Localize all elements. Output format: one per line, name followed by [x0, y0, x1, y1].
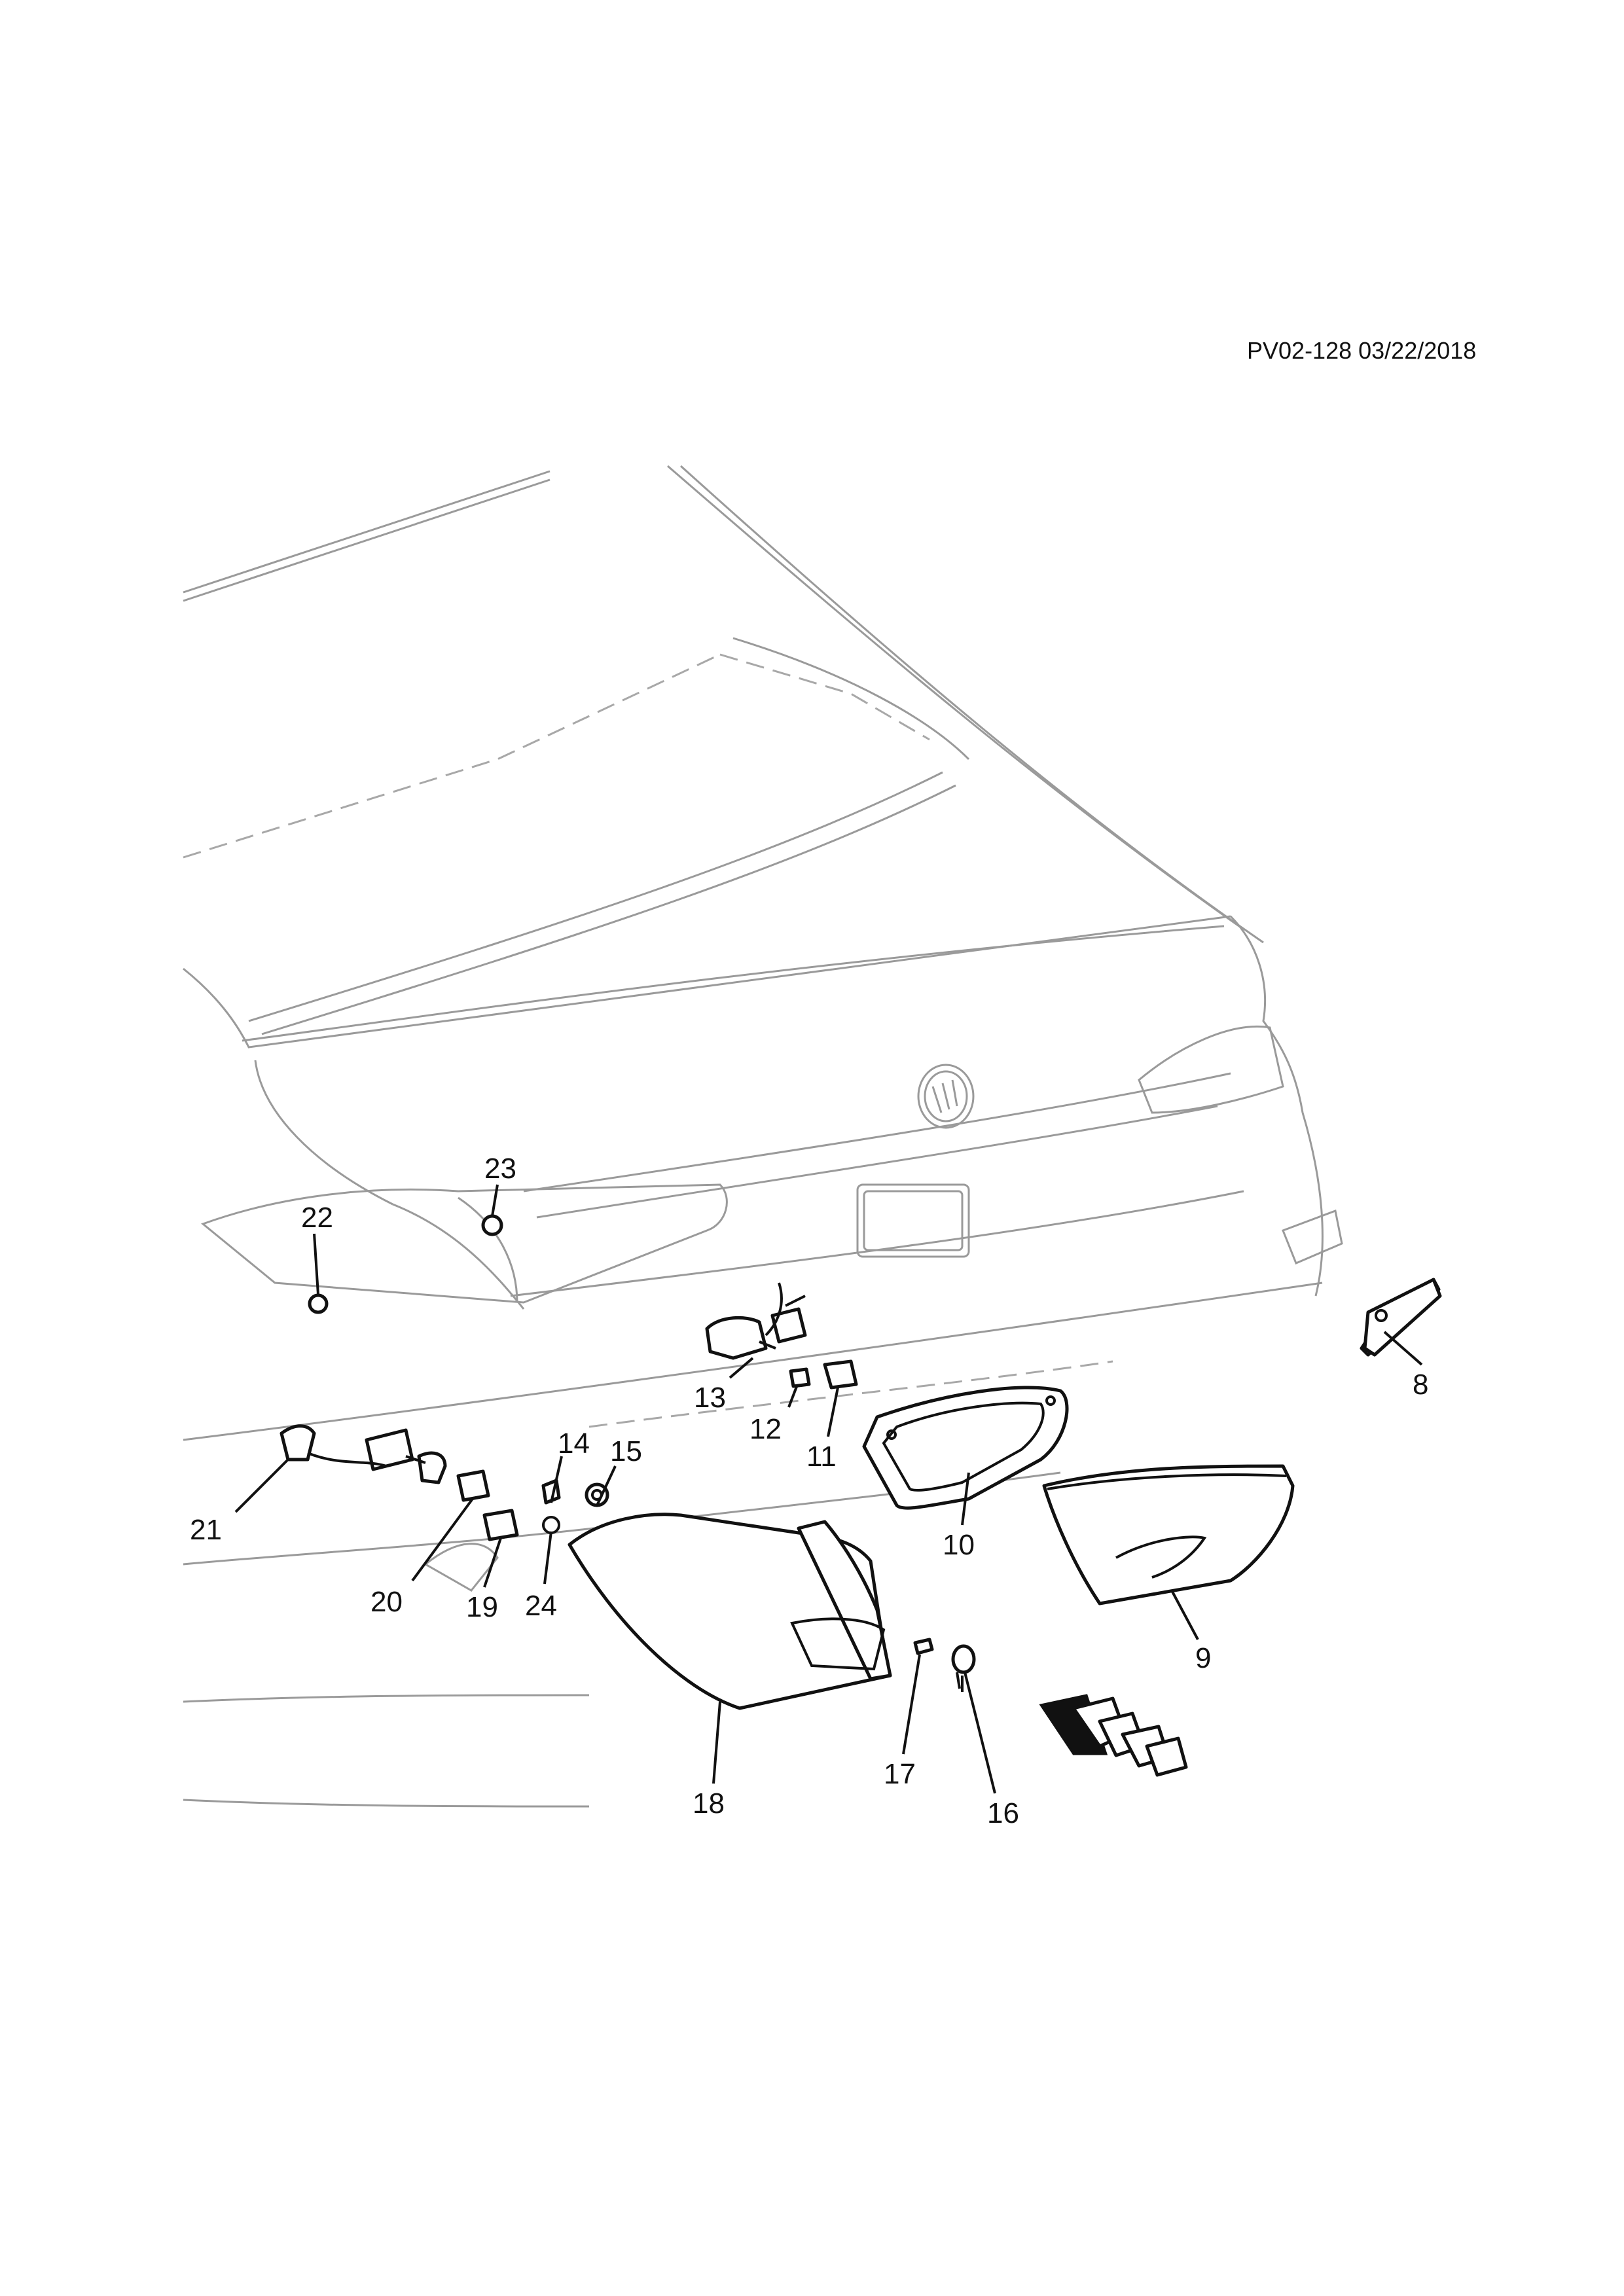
part-cap-16: [951, 1644, 976, 1692]
part-bulb-20: [456, 1469, 490, 1502]
callout-9: 9: [1195, 1642, 1211, 1674]
part-side-marker-lamp: [1360, 1278, 1442, 1357]
callout-19: 19: [466, 1591, 498, 1623]
part-bulb-11: [823, 1359, 858, 1390]
callout-23: 23: [484, 1153, 516, 1185]
callout-10: 10: [943, 1529, 975, 1561]
callout-22: 22: [301, 1202, 333, 1234]
callout-16: 16: [987, 1797, 1019, 1829]
part-nut-23: [481, 1214, 503, 1236]
callout-21: 21: [190, 1514, 222, 1546]
diagram-reference: PV02-128 03/22/2018: [1247, 337, 1476, 364]
leader-lines: [234, 1184, 1423, 1794]
callout-8: 8: [1413, 1369, 1428, 1401]
part-screw-17: [913, 1638, 934, 1655]
part-nut-22: [308, 1293, 329, 1314]
part-grommet-15: [585, 1482, 609, 1507]
part-socket-wiring-13: [705, 1282, 807, 1360]
callout-12: 12: [749, 1413, 782, 1445]
callout-20: 20: [370, 1586, 403, 1618]
callout-14: 14: [558, 1427, 590, 1460]
part-bulb-19: [482, 1509, 519, 1541]
callout-labels: 8 9 10 11 12 13 14 15 16 17 18 19 20 21 …: [190, 1153, 1428, 1829]
callout-17: 17: [884, 1758, 916, 1790]
part-socket-harness-21: [280, 1424, 447, 1484]
part-bulb-12: [789, 1367, 811, 1388]
part-grommet-24: [542, 1516, 560, 1534]
callout-11: 11: [806, 1441, 837, 1473]
callout-15: 15: [610, 1435, 642, 1467]
part-lamp-gasket: [862, 1386, 1069, 1510]
callout-13: 13: [694, 1382, 726, 1414]
part-left-outer-tail-lamp: [568, 1513, 892, 1710]
vehicle-body-outline: [183, 465, 1343, 1808]
front-direction-arrow-icon: [1039, 1694, 1188, 1777]
part-right-inner-tail-lamp: [1042, 1464, 1295, 1605]
callout-18: 18: [693, 1787, 725, 1820]
callout-24: 24: [525, 1590, 557, 1622]
